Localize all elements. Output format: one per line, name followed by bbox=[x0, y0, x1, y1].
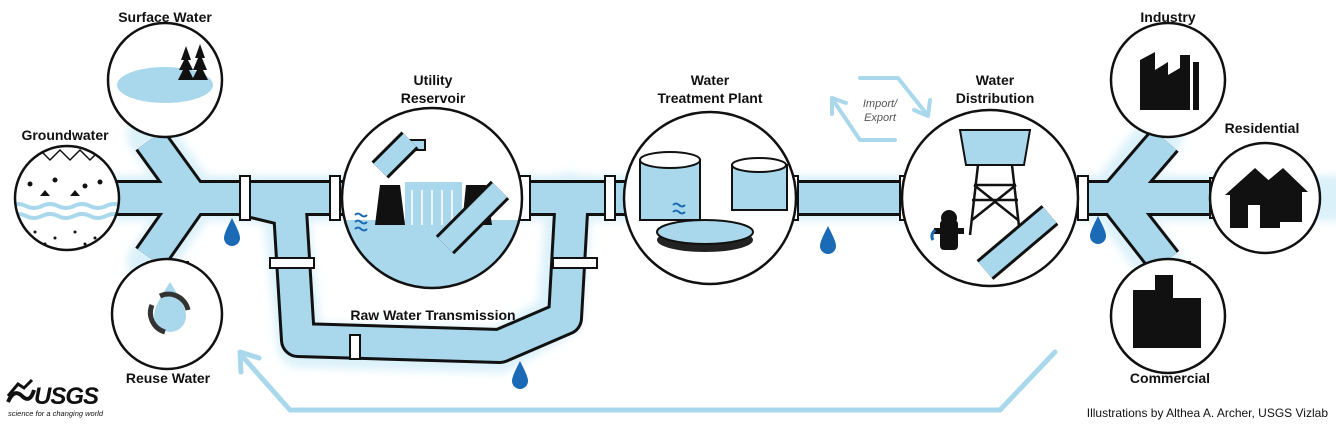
surface-water-circle bbox=[106, 21, 224, 139]
label-import-export-line2: Export bbox=[864, 112, 897, 124]
label-residential: Residential bbox=[1225, 120, 1300, 136]
wave-icon bbox=[354, 212, 368, 232]
wave-icon bbox=[672, 202, 686, 215]
water-treatment-circle bbox=[622, 110, 798, 286]
label-commercial: Commercial bbox=[1130, 370, 1210, 386]
label-utility-line1: Utility bbox=[414, 72, 453, 88]
residential-circle bbox=[1208, 141, 1322, 255]
label-raw-water-transmission: Raw Water Transmission bbox=[350, 307, 515, 323]
illustration-credit: Illustrations by Althea A. Archer, USGS … bbox=[1087, 406, 1329, 420]
label-surface-water: Surface Water bbox=[118, 9, 212, 25]
usgs-logo-name: USGS bbox=[34, 383, 99, 410]
label-utility-line2: Reservoir bbox=[401, 90, 466, 106]
label-reuse-water: Reuse Water bbox=[126, 370, 211, 386]
recycle-drop-icon bbox=[154, 282, 186, 332]
usgs-logo-tagline: science for a changing world bbox=[8, 409, 104, 418]
label-treatment-line1: Water bbox=[691, 72, 730, 88]
utility-reservoir-circle bbox=[340, 106, 524, 290]
house-icon bbox=[1225, 168, 1308, 228]
usgs-logo: USGS science for a changing world bbox=[6, 378, 104, 418]
label-industry: Industry bbox=[1140, 9, 1195, 25]
water-distribution-circle bbox=[900, 108, 1080, 288]
label-groundwater: Groundwater bbox=[21, 127, 109, 143]
water-drop-icon bbox=[224, 218, 240, 246]
groundwater-circle bbox=[13, 144, 121, 252]
water-tower-icon bbox=[968, 164, 1022, 236]
industry-circle bbox=[1109, 21, 1227, 139]
tree-icon bbox=[178, 44, 208, 80]
fire-hydrant-icon bbox=[934, 210, 964, 250]
usgs-wave-icon bbox=[6, 389, 36, 403]
import-export-arrows bbox=[830, 76, 932, 142]
water-drop-icon bbox=[820, 226, 836, 254]
label-treatment-line2: Treatment Plant bbox=[657, 90, 762, 106]
label-distribution-line2: Distribution bbox=[956, 90, 1035, 106]
reuse-return-arrow bbox=[237, 349, 1058, 413]
reuse-water-circle bbox=[110, 257, 224, 371]
label-import-export-line1: Import/ bbox=[863, 98, 898, 110]
factory-icon bbox=[1140, 52, 1199, 110]
commercial-circle bbox=[1109, 257, 1227, 375]
label-distribution-line1: Water bbox=[976, 72, 1015, 88]
building-icon bbox=[1133, 275, 1201, 348]
